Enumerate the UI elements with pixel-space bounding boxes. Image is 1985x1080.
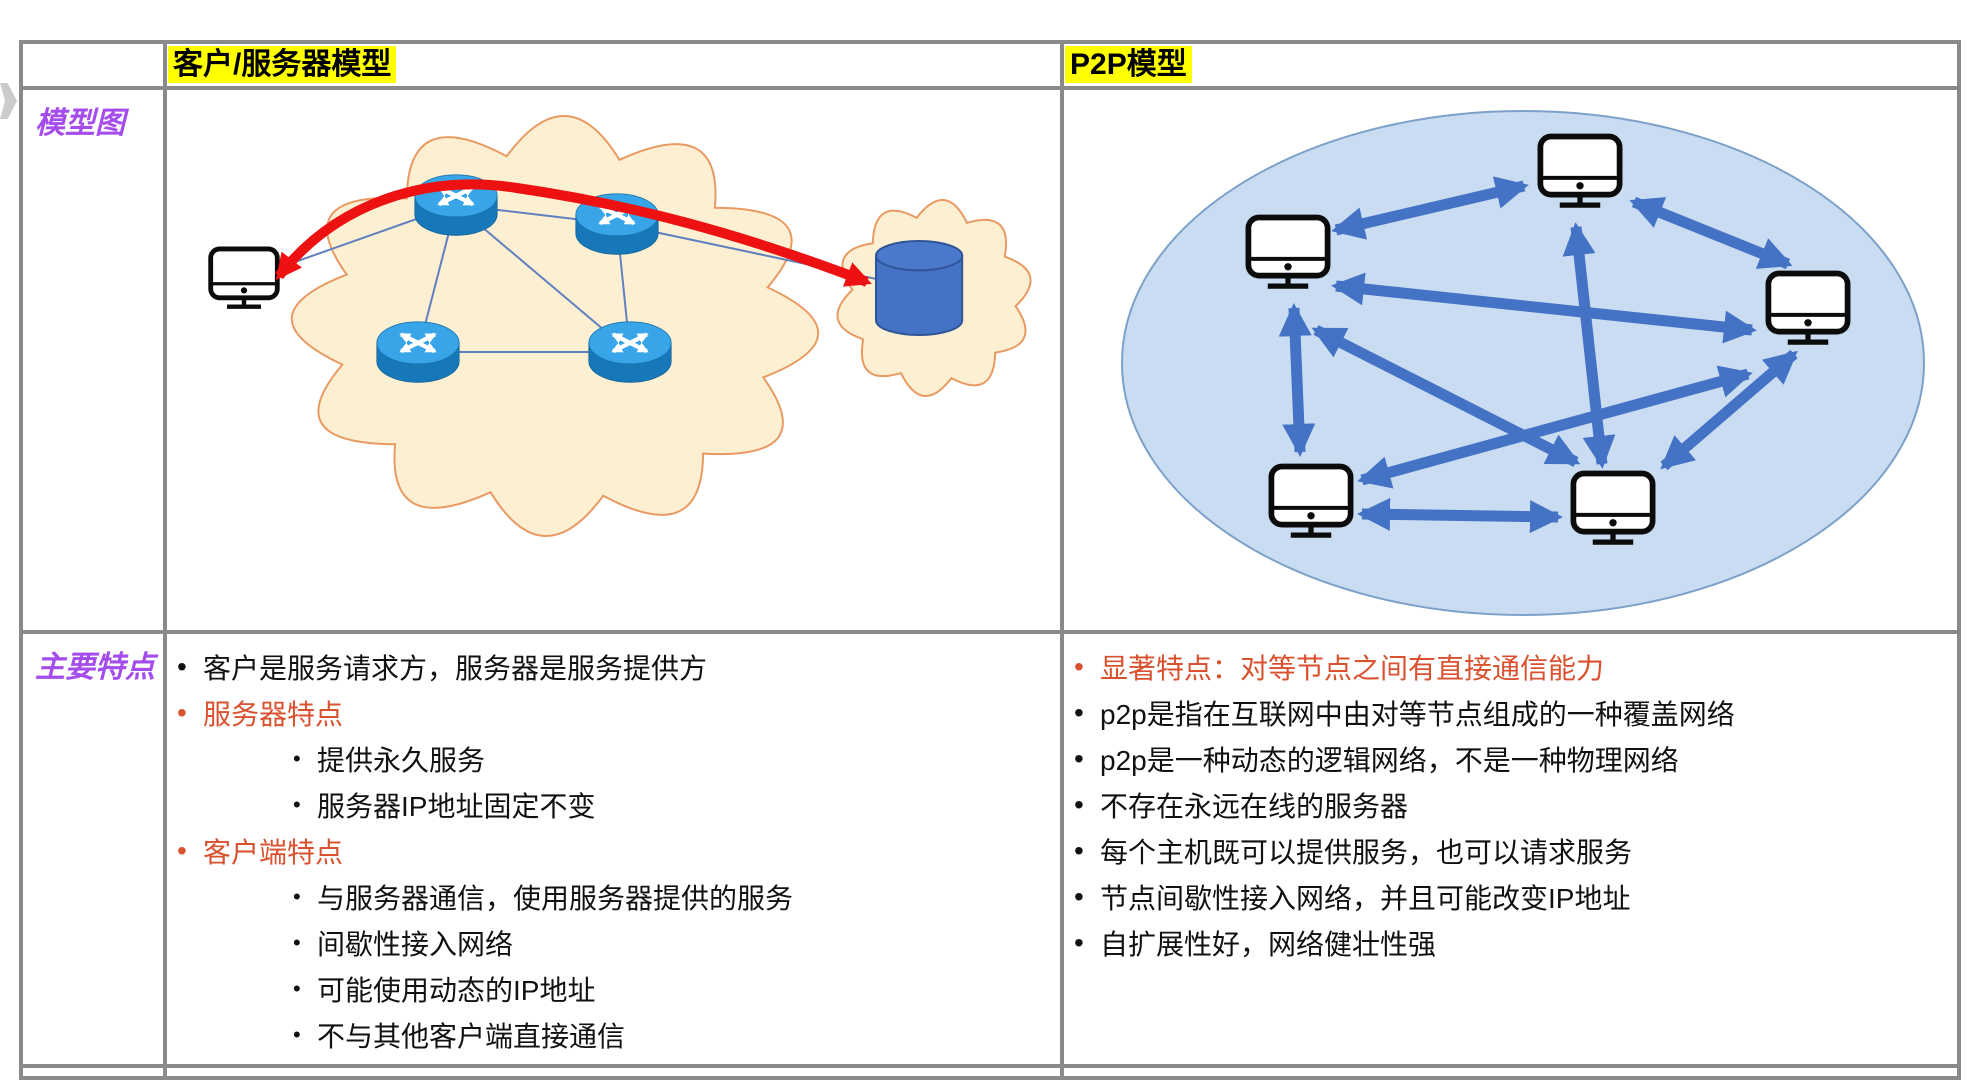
header-cell-empty	[23, 44, 163, 86]
bullet-icon: •	[177, 835, 187, 866]
bottom-sliver-cell	[1064, 1068, 1957, 1076]
bullet-icon: •	[1074, 835, 1084, 866]
feature-text: p2p是一种动态的逻辑网络，不是一种物理网络	[1100, 745, 1679, 776]
bullet-icon: •	[1074, 697, 1084, 728]
feature-item: • 提供永久服务	[167, 736, 1060, 782]
feature-text: 服务器IP地址固定不变	[317, 791, 596, 822]
bullet-icon: •	[177, 697, 187, 728]
main-features-label: 主要特点	[35, 651, 155, 684]
feature-text: 每个主机既可以提供服务，也可以请求服务	[1100, 837, 1633, 868]
feature-text: 显著特点：对等节点之间有直接通信能力	[1100, 653, 1605, 684]
feature-item: • 客户端特点	[167, 828, 1060, 874]
model-diagram-label: 模型图	[35, 107, 125, 140]
network-cloud-shape	[290, 114, 820, 538]
feature-text: 不存在永远在线的服务器	[1100, 791, 1409, 822]
comparison-table: 客户/服务器模型 P2P模型 模型图	[19, 40, 1961, 1080]
row-label-cell-model: 模型图	[23, 90, 163, 630]
p2p-link-arrow	[1331, 176, 1529, 240]
p2p-link-arrow	[1331, 272, 1757, 344]
bullet-icon: •	[177, 651, 187, 682]
feature-text: p2p是指在互联网中由对等节点组成的一种覆盖网络	[1100, 699, 1735, 730]
feature-item: • 可能使用动态的IP地址	[167, 966, 1060, 1012]
feature-text: 不与其他客户端直接通信	[317, 1021, 626, 1052]
bottom-sliver-cell	[23, 1068, 163, 1076]
client-server-diagram	[167, 114, 1032, 538]
bullet-icon: •	[293, 976, 301, 1001]
bullet-icon: •	[293, 746, 301, 771]
p2p-diagram	[1121, 110, 1925, 616]
bullet-icon: •	[293, 930, 301, 955]
feature-item: • p2p是一种动态的逻辑网络，不是一种物理网络	[1064, 736, 1957, 782]
header-cell-p2p: P2P模型	[1064, 44, 1957, 86]
feature-item: • 不与其他客户端直接通信	[167, 1012, 1060, 1058]
p2p-link-arrow	[1278, 303, 1316, 457]
feature-text: 间歇性接入网络	[317, 929, 514, 960]
feature-item: • 每个主机既可以提供服务，也可以请求服务	[1064, 828, 1957, 874]
p2p-features-list: • 显著特点：对等节点之间有直接通信能力 • p2p是指在互联网中由对等节点组成的一种…	[1064, 634, 1957, 1064]
feature-item: • 不存在永远在线的服务器	[1064, 782, 1957, 828]
p2p-link-arrow	[1357, 497, 1563, 534]
client-server-features-list: • 客户是服务请求方，服务器是服务提供方 • 服务器特点 • 提供永久服务 • 服务器IP地址…	[167, 634, 1060, 1064]
feature-text: 可能使用动态的IP地址	[317, 975, 596, 1006]
bullet-icon: •	[1074, 927, 1084, 958]
router-icon	[589, 322, 671, 382]
p2p-title: P2P模型	[1065, 46, 1192, 83]
feature-item: • 客户是服务请求方，服务器是服务提供方	[167, 644, 1060, 690]
feature-text: 节点间歇性接入网络，并且可能改变IP地址	[1100, 883, 1631, 914]
peer-monitor-icon	[1573, 474, 1652, 543]
bottom-sliver-cell	[167, 1068, 1060, 1076]
feature-item: • 服务器特点	[167, 690, 1060, 736]
client-server-title: 客户/服务器模型	[168, 46, 397, 83]
peer-monitor-icon	[1248, 218, 1327, 287]
peer-monitor-icon	[1271, 467, 1350, 536]
p2p-diagram-cell	[1064, 90, 1957, 630]
p2p-links	[1278, 176, 1798, 534]
feature-text: 自扩展性好，网络健壮性强	[1100, 929, 1437, 960]
client-server-route-arrow	[275, 179, 872, 287]
client-monitor-icon	[211, 249, 278, 307]
feature-text: 提供永久服务	[317, 745, 486, 776]
feature-item: • p2p是指在互联网中由对等节点组成的一种覆盖网络	[1064, 690, 1957, 736]
client-server-diagram-cell	[167, 90, 1060, 630]
bullet-icon: •	[293, 792, 301, 817]
feature-text: 客户是服务请求方，服务器是服务提供方	[203, 653, 708, 684]
feature-text: 服务器特点	[203, 699, 344, 730]
left-edge-chevron-icon	[0, 83, 17, 119]
feature-item: • 节点间歇性接入网络，并且可能改变IP地址	[1064, 874, 1957, 920]
feature-text: 客户端特点	[203, 837, 344, 868]
bullet-icon: •	[1074, 651, 1084, 682]
header-cell-client-server: 客户/服务器模型	[167, 44, 1060, 86]
server-database-icon	[874, 239, 964, 337]
feature-text: 与服务器通信，使用服务器提供的服务	[317, 883, 794, 914]
bullet-icon: •	[1074, 743, 1084, 774]
feature-item: • 间歇性接入网络	[167, 920, 1060, 966]
p2p-link-arrow	[1660, 349, 1798, 471]
p2p-link-arrow	[1629, 196, 1793, 270]
peer-monitor-icon	[1540, 137, 1619, 206]
feature-item: • 显著特点：对等节点之间有直接通信能力	[1064, 644, 1957, 690]
bullet-icon: •	[293, 884, 301, 909]
feature-item: • 自扩展性好，网络健壮性强	[1064, 920, 1957, 966]
bullet-icon: •	[1074, 789, 1084, 820]
bullet-icon: •	[1074, 881, 1084, 912]
bullet-icon: •	[293, 1022, 301, 1047]
row-label-cell-features: 主要特点	[23, 634, 163, 1064]
router-icon	[377, 322, 459, 382]
peer-monitor-icon	[1768, 274, 1847, 343]
feature-item: • 服务器IP地址固定不变	[167, 782, 1060, 828]
feature-item: • 与服务器通信，使用服务器提供的服务	[167, 874, 1060, 920]
